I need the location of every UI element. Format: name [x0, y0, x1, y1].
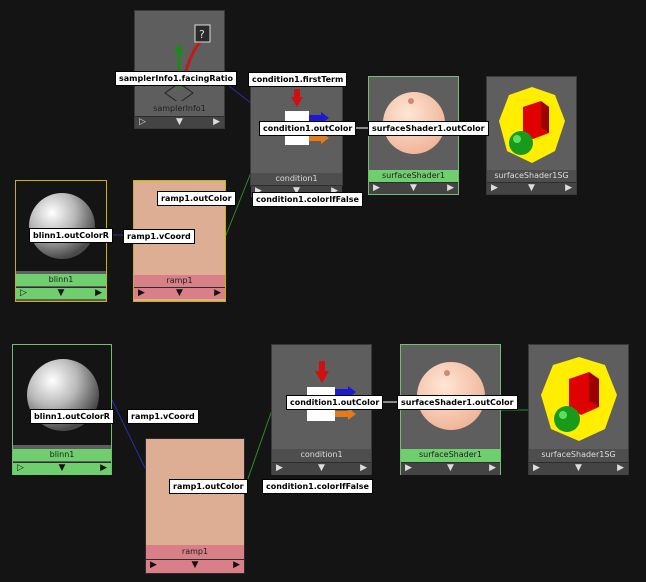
expand-left-icon[interactable]: ▶ [138, 288, 145, 298]
blinn-swatch [16, 181, 106, 271]
node-shadinggroup-bottom[interactable]: surfaceShader1SG ▶ ▼ ▶ [528, 344, 629, 475]
expand-right-icon[interactable]: ▶ [213, 117, 220, 127]
node-ramp-bottom[interactable]: ramp1 ▶ ▼ ▶ [145, 438, 245, 574]
node-label: surfaceShader1 [401, 449, 500, 462]
expand-left-icon[interactable]: ▶ [491, 183, 498, 193]
menu-arrow-icon[interactable]: ▼ [58, 463, 66, 473]
node-toolbar[interactable]: ▷ ▼ ▶ [135, 116, 224, 128]
expand-left-icon[interactable]: ▶ [533, 463, 540, 473]
menu-arrow-icon[interactable]: ▼ [293, 186, 300, 196]
conn-label: ramp1.vCoord [127, 409, 199, 424]
expand-left-icon[interactable]: ▷ [139, 117, 146, 127]
node-toolbar[interactable]: ▶ ▼ ▶ [146, 559, 244, 573]
expand-right-icon[interactable]: ▶ [214, 288, 221, 298]
node-blinn[interactable]: blinn1 ▷ ▼ ▶ [15, 180, 107, 302]
node-toolbar[interactable]: ▶ ▼ ▶ [272, 462, 371, 475]
shadinggroup-swatch [487, 77, 576, 170]
node-blinn-bottom[interactable]: blinn1 ▷ ▼ ▶ [12, 344, 112, 475]
node-toolbar[interactable]: ▶ ▼ ▶ [369, 182, 458, 194]
node-label: surfaceShader1SG [487, 170, 576, 182]
node-label: condition1 [251, 173, 342, 185]
menu-arrow-icon[interactable]: ▼ [176, 117, 183, 127]
conn-label: surfaceShader1.outColor [397, 395, 518, 410]
expand-right-icon[interactable]: ▶ [95, 288, 102, 298]
node-label: samplerInfo1 [153, 104, 206, 113]
node-label: blinn1 [13, 449, 111, 461]
node-label: ramp1 [146, 545, 244, 559]
expand-right-icon[interactable]: ▶ [233, 560, 240, 570]
expand-left-icon[interactable]: ▶ [276, 463, 283, 473]
menu-arrow-icon[interactable]: ▼ [191, 560, 199, 570]
expand-left-icon[interactable]: ▶ [373, 183, 380, 193]
node-label: blinn1 [16, 274, 106, 286]
node-toolbar[interactable]: ▷ ▼ ▶ [13, 462, 111, 475]
menu-arrow-icon[interactable]: ▼ [528, 183, 535, 193]
node-toolbar[interactable]: ▶ ▼ ▶ [529, 462, 628, 475]
node-toolbar[interactable]: ▶ ▼ ▶ [487, 182, 576, 194]
shadinggroup-swatch [529, 345, 628, 449]
expand-right-icon[interactable]: ▶ [447, 183, 454, 193]
expand-left-icon[interactable]: ▷ [17, 463, 24, 473]
node-label: condition1 [272, 449, 371, 462]
expand-left-icon[interactable]: ▶ [405, 463, 412, 473]
shading-group-icon [541, 357, 617, 441]
menu-arrow-icon[interactable]: ▼ [176, 288, 183, 298]
samplerinfo-icon: ? [135, 11, 224, 104]
blinn-sphere-icon [29, 193, 95, 259]
expand-right-icon[interactable]: ▶ [331, 186, 338, 196]
expand-left-icon[interactable]: ▷ [20, 288, 27, 298]
node-toolbar[interactable]: ▶ ▼ ▶ [401, 462, 500, 475]
shading-group-icon [499, 87, 565, 163]
menu-arrow-icon[interactable]: ▼ [575, 463, 582, 473]
node-label: surfaceShader1SG [529, 449, 628, 462]
node-toolbar[interactable]: ▷ ▼ ▶ [16, 287, 106, 299]
node-label: surfaceShader1 [369, 170, 458, 182]
conn-label: condition1.outColor [286, 395, 384, 410]
node-toolbar[interactable]: ▶ ▼ ▶ [134, 287, 225, 299]
expand-right-icon[interactable]: ▶ [360, 463, 367, 473]
menu-arrow-icon[interactable]: ▼ [318, 463, 325, 473]
menu-arrow-icon[interactable]: ▼ [447, 463, 454, 473]
node-label: ramp1 [134, 275, 225, 287]
blinn-swatch [13, 345, 111, 445]
expand-right-icon[interactable]: ▶ [100, 463, 107, 473]
svg-text:?: ? [199, 28, 205, 41]
expand-left-icon[interactable]: ▶ [150, 560, 157, 570]
expand-right-icon[interactable]: ▶ [565, 183, 572, 193]
menu-arrow-icon[interactable]: ▼ [57, 288, 65, 298]
conn-label: surfaceShader1.outColor [368, 121, 489, 136]
expand-right-icon[interactable]: ▶ [617, 463, 624, 473]
conn-label: ramp1.vCoord [123, 229, 195, 244]
conn-label: condition1.firstTerm [248, 72, 348, 87]
node-shadinggroup[interactable]: surfaceShader1SG ▶ ▼ ▶ [486, 76, 577, 195]
conn-label: samplerInfo1.facingRatio [115, 71, 237, 86]
conn-label: blinn1.outColorR [29, 228, 113, 243]
conn-label: ramp1.outColor [157, 191, 236, 206]
axis-icon: ? [164, 24, 211, 104]
wire-ramp-condition-bottom [243, 409, 273, 491]
conn-label: condition1.colorIfFalse [262, 479, 373, 494]
conn-label: condition1.outColor [259, 121, 357, 136]
node-samplerinfo[interactable]: ? samplerInfo1 ▷ ▼ ▶ [134, 10, 225, 129]
conn-label: condition1.colorIfFalse [252, 192, 363, 207]
expand-right-icon[interactable]: ▶ [489, 463, 496, 473]
conn-label: blinn1.outColorR [30, 409, 114, 424]
expand-left-icon[interactable]: ▶ [255, 186, 262, 196]
conn-label: ramp1.outColor [169, 479, 248, 494]
menu-arrow-icon[interactable]: ▼ [410, 183, 417, 193]
blinn-sphere-icon [27, 359, 99, 431]
